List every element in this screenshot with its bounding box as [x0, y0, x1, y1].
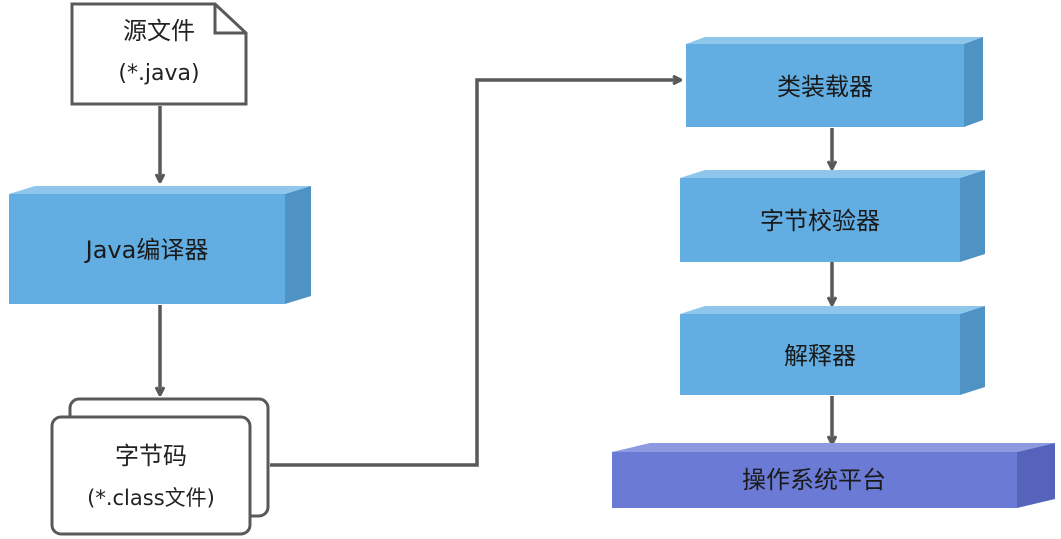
box-front: [680, 314, 960, 395]
interpreter-node: 解释器: [680, 306, 985, 395]
compiler-node: Java编译器: [9, 186, 311, 304]
bytecode-verifier-label: 字节校验器: [760, 207, 880, 235]
bytecode-extension: (*.class文件): [87, 486, 215, 510]
box-front: [680, 178, 960, 262]
document-shape: [70, 2, 248, 106]
connectors: [160, 80, 832, 467]
box-side: [1017, 443, 1055, 508]
compiler-label: Java编译器: [84, 236, 209, 264]
box-top: [680, 306, 985, 314]
interpreter-label: 解释器: [784, 342, 856, 370]
box-front: [9, 194, 285, 304]
bytecode-verifier-node: 字节校验器: [680, 170, 985, 262]
source-file-node: 源文件 (*.java): [70, 2, 248, 106]
os-platform-node: 操作系统平台: [612, 443, 1055, 508]
class-loader-label: 类装载器: [777, 73, 873, 101]
bytecode-node: 字节码 (*.class文件): [50, 397, 270, 536]
box-side: [964, 37, 983, 127]
bytecode-front-sheet: [50, 415, 252, 536]
box-front: [612, 452, 1017, 508]
class-loader-node: 类装载器: [686, 37, 983, 127]
document-fold: [213, 4, 246, 35]
box-side: [285, 186, 311, 304]
source-file-title: 源文件: [123, 17, 195, 45]
box-side: [960, 170, 985, 262]
box-top: [680, 170, 985, 178]
box-front: [686, 44, 964, 127]
box-top: [686, 37, 983, 44]
bytecode-title: 字节码: [115, 442, 187, 470]
source-file-extension: (*.java): [118, 61, 199, 86]
box-side: [960, 306, 985, 395]
arrow-bytecode-to-class-loader: [270, 80, 680, 467]
os-platform-label: 操作系统平台: [742, 466, 886, 494]
box-top: [9, 186, 311, 194]
box-top: [612, 443, 1055, 452]
